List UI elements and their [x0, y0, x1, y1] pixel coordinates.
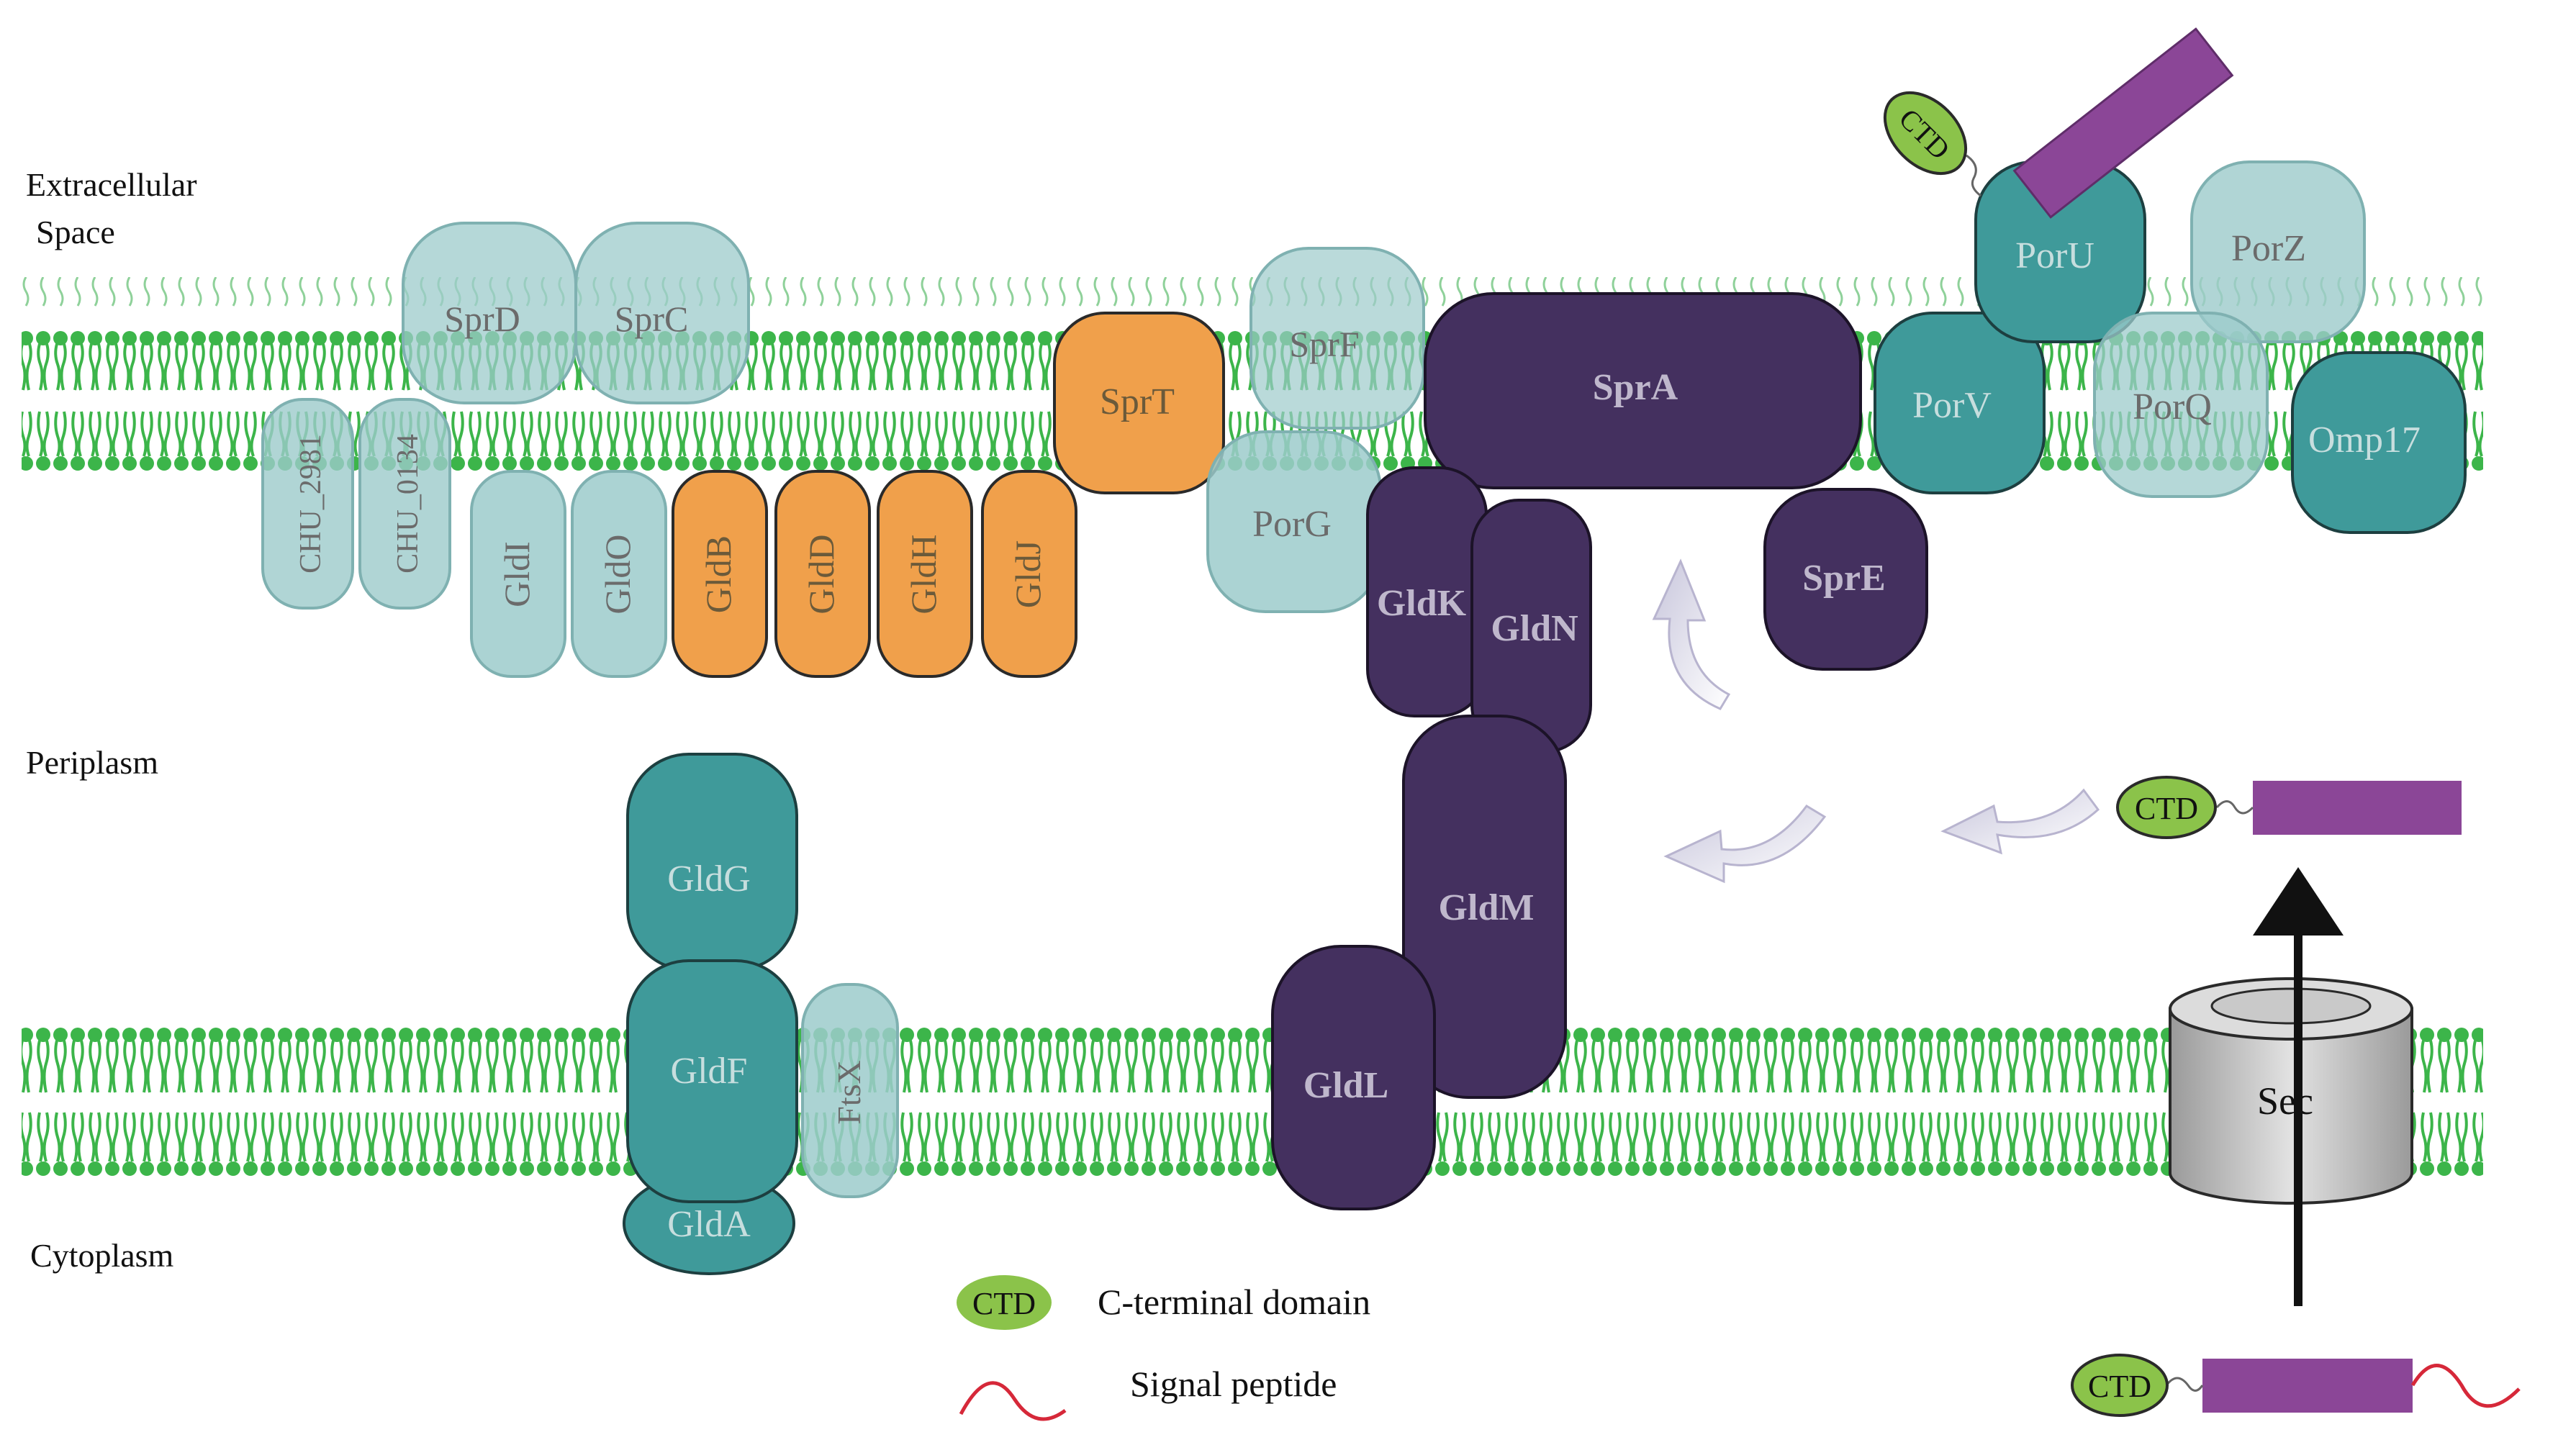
protein-ftsX-label: FtsX: [831, 1060, 867, 1124]
protein-porU-label: PorU: [2015, 235, 2094, 276]
legend-ctd-symbol: [957, 1275, 1052, 1330]
protein-gldG-label: GldG: [667, 859, 751, 900]
protein-sprT: SprT: [1053, 312, 1225, 494]
protein-gldI: GldI: [470, 470, 566, 678]
protein-gldN: GldN: [1470, 499, 1592, 753]
secretion-arrow: [2253, 867, 2344, 1306]
protein-sprA-label: SprA: [1593, 367, 1678, 408]
protein-porZ-label: PorZ: [2231, 228, 2306, 269]
protein-chu2981-label: CHU_2981: [294, 434, 327, 574]
protein-gldL-label: GldL: [1303, 1065, 1389, 1106]
protein-gldL: GldL: [1271, 945, 1436, 1210]
protein-porG-label: PorG: [1252, 504, 1332, 545]
label-space: Space: [36, 214, 115, 250]
protein-gldA-label: GldA: [667, 1204, 751, 1245]
protein-gldB-label: GldB: [698, 535, 738, 613]
sec-label: Sec: [2257, 1079, 2313, 1123]
protein-gldH-label: GldH: [903, 534, 944, 614]
legend-signal-symbol: [959, 1381, 1067, 1421]
protein-sprD: SprD: [402, 222, 577, 404]
protein-omp17-label: Omp17: [2308, 420, 2421, 461]
protein-gldO: GldO: [571, 470, 667, 678]
ctd-tag-cytoplasm: [2071, 1354, 2169, 1417]
protein-sprF: SprF: [1249, 247, 1425, 430]
protein-sprE-label: SprE: [1802, 558, 1886, 599]
label-cytoplasm: Cytoplasm: [30, 1237, 174, 1274]
label-periplasm: Periplasm: [26, 744, 158, 781]
protein-sprD-label: SprD: [444, 299, 520, 339]
protein-gldO-label: GldO: [597, 534, 638, 614]
protein-gldD: GldD: [774, 470, 871, 678]
protein-porQ-label: PorQ: [2133, 386, 2212, 427]
ctd-tag-periplasm-label: CTD: [2135, 791, 2198, 826]
protein-gldJ-label: GldJ: [1008, 540, 1048, 608]
protein-sprA: SprA: [1424, 292, 1862, 489]
label-extracellular: Extracellular: [26, 166, 197, 203]
legend: CTD C-terminal domain Signal peptide: [957, 1275, 1370, 1421]
ctd-tag-periplasm: [2116, 776, 2217, 839]
protein-gldD-label: GldD: [801, 534, 841, 614]
protein-porZ: PorZ: [2190, 160, 2366, 343]
cargo-periplasm: CTD: [2116, 776, 2462, 839]
transport-arrow-1: [1940, 788, 2100, 855]
protein-porV-label: PorV: [1912, 385, 1992, 426]
protein-gldF: GldF: [626, 959, 798, 1203]
ctd-tag-cytoplasm-label: CTD: [2088, 1369, 2151, 1404]
signal-peptide-cytoplasm: [2410, 1364, 2521, 1408]
protein-gldI-label: GldI: [497, 541, 537, 607]
legend-signal-text: Signal peptide: [1130, 1364, 1337, 1404]
protein-gldB: GldB: [672, 470, 768, 678]
inner-membrane: [22, 1028, 2483, 1179]
protein-sprT-label: SprT: [1100, 381, 1175, 422]
cargo-cytoplasm: CTD: [2071, 1354, 2521, 1417]
protein-chu0134: CHU_0134: [358, 398, 451, 610]
ctd-tag-top: CTD: [1883, 91, 1968, 176]
protein-porG: PorG: [1206, 430, 1382, 613]
protein-gldK: GldK: [1366, 466, 1488, 717]
protein-sprC: SprC: [574, 222, 750, 404]
protein-gldH: GldH: [877, 470, 973, 678]
protein-porV: PorV: [1874, 312, 2046, 494]
protein-ftsX: FtsX: [801, 983, 899, 1198]
protein-omp17: Omp17: [2291, 351, 2467, 534]
protein-gldF-label: GldF: [671, 1051, 748, 1092]
protein-porQ: PorQ: [2093, 312, 2269, 498]
legend-ctd-text: C-terminal domain: [1098, 1282, 1370, 1322]
protein-chu0134-label: CHU_0134: [392, 434, 425, 574]
protein-gldG: GldG: [626, 753, 798, 971]
transport-arrow-2: [1663, 805, 1827, 884]
sec-translocon: Sec: [2169, 977, 2413, 1205]
protein-gldN-label: GldN: [1491, 608, 1578, 649]
transport-arrow-3: [1652, 558, 1731, 710]
protein-sprF-label: SprF: [1289, 324, 1359, 364]
protein-gldK-label: GldK: [1377, 583, 1467, 624]
protein-gldJ: GldJ: [981, 470, 1077, 678]
cargo-released: CTD: [1883, 27, 2234, 219]
protein-sprC-label: SprC: [615, 299, 689, 339]
protein-sprE: SprE: [1763, 488, 1928, 671]
protein-chu2981: CHU_2981: [261, 398, 354, 610]
legend-ctd-symbol-label: CTD: [972, 1286, 1036, 1321]
protein-gldM-label: GldM: [1439, 887, 1535, 928]
protein-gldM: GldM: [1402, 715, 1567, 1099]
